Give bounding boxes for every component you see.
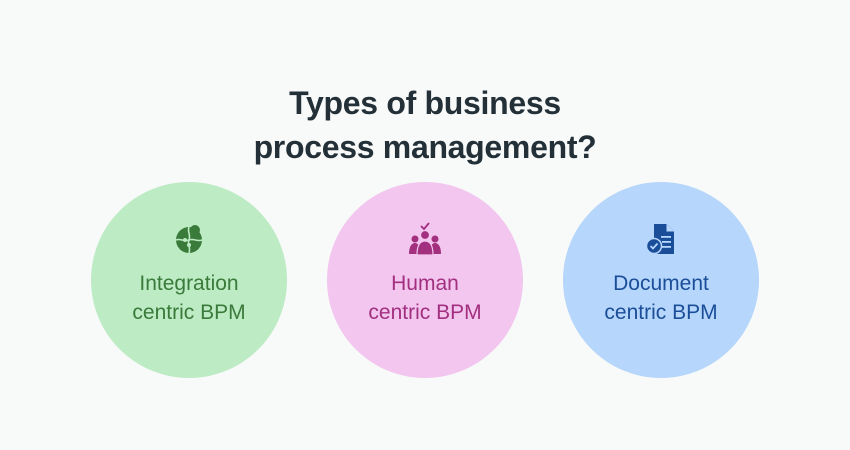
people-group-check-icon — [409, 222, 441, 256]
puzzle-globe-icon — [175, 225, 203, 254]
type-label: Integration centric BPM — [132, 272, 246, 324]
title-line-2: process management? — [253, 129, 597, 166]
page-title: Types of business process management? — [0, 81, 850, 169]
human-centric-bpm-circle: Human centric BPM — [327, 182, 523, 378]
integration-centric-bpm-circle: Integration centric BPM — [91, 182, 287, 378]
title-line-1: Types of business — [289, 85, 561, 122]
type-label: Document centric BPM — [604, 272, 718, 324]
document-check-icon — [645, 224, 674, 255]
type-label: Human centric BPM — [368, 272, 482, 324]
document-centric-bpm-circle: Document centric BPM — [563, 182, 759, 378]
